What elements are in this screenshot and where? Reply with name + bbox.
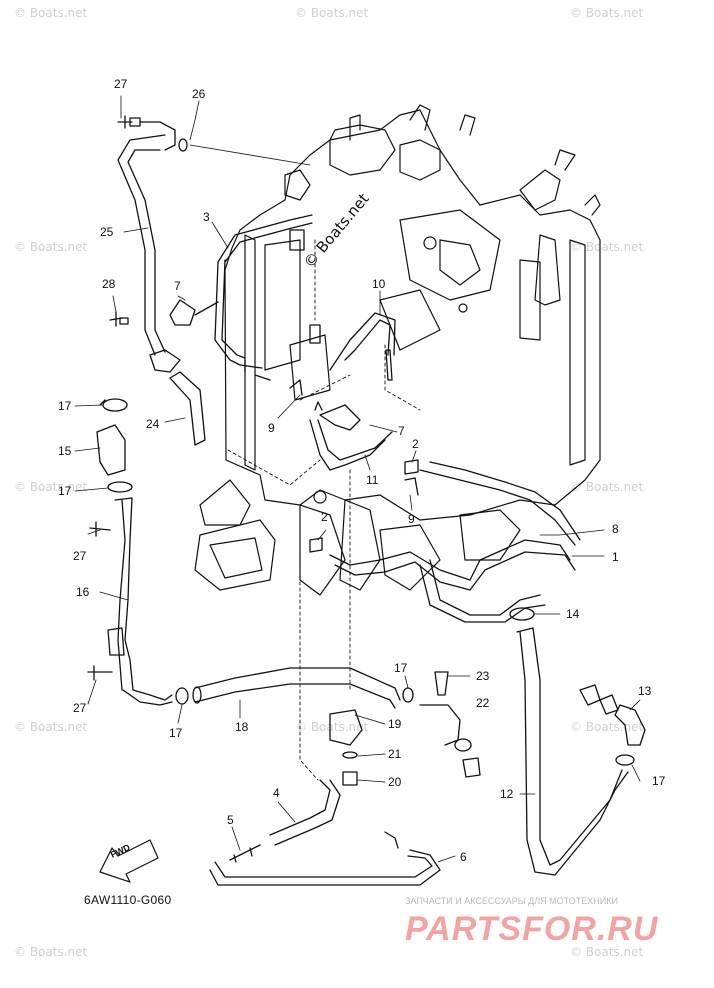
watermark: © Boats.net [14,240,88,254]
callout-7: 7 [174,279,181,293]
fwd-arrow [99,839,159,883]
callout-18: 18 [235,720,249,734]
callout-14: 14 [566,607,580,621]
callout-17: 17 [58,484,72,498]
hoses [87,115,646,886]
callout-2: 2 [412,437,419,451]
watermark: © Boats.net [570,720,644,734]
callout-6: 6 [460,850,467,864]
callout-24: 24 [146,417,160,431]
callout-26: 26 [192,87,206,101]
callout-1: 1 [612,550,619,564]
diagram-code: 6AW1110-G060 [84,893,172,907]
callout-2: 2 [321,510,328,524]
watermark: © Boats.net [570,6,644,20]
watermark: © Boats.net [570,240,644,254]
callout-3: 3 [203,210,210,224]
callout-20: 20 [388,775,402,789]
watermark: © Boats.net [14,6,88,20]
callout-22: 22 [476,696,490,710]
engine-block [194,104,601,596]
watermark: © Boats.net [295,6,369,20]
brand-logo: PARTSFOR.RU [405,910,659,948]
callout-17: 17 [169,726,183,740]
callout-28: 28 [102,277,116,291]
watermark: © Boats.net [14,720,88,734]
watermark: © Boats.net [14,945,88,959]
callout-7: 7 [398,424,405,438]
callout-27: 27 [73,549,87,563]
callout-11: 11 [366,473,379,487]
dashed-leaders [227,239,421,781]
callout-10: 10 [372,277,386,291]
callout-17: 17 [652,774,666,788]
watermark: © Boats.net [14,480,88,494]
callout-17: 17 [394,661,408,675]
callout-23: 23 [476,669,490,683]
callout-17: 17 [58,399,72,413]
callout-9: 9 [268,421,275,435]
brand-tagline: ЗАПЧАСТИ И АКСЕССУАРЫ ДЛЯ МОТОТЕХНИКИ [405,896,618,906]
callout-21: 21 [388,747,402,761]
leader-lines [74,95,641,863]
callout-15: 15 [58,444,72,458]
callout-27: 27 [73,701,87,715]
watermark: © Boats.net [570,945,644,959]
callout-27: 27 [114,77,128,91]
callout-19: 19 [388,717,402,731]
callout-13: 13 [638,684,652,698]
callout-4: 4 [273,786,280,800]
callout-16: 16 [76,585,90,599]
callout-25: 25 [100,225,114,239]
callout-8: 8 [612,522,619,536]
watermark: © Boats.net [570,480,644,494]
watermark: © Boats.net [295,720,369,734]
callout-9: 9 [408,512,415,526]
callout-12: 12 [500,787,514,801]
callout-5: 5 [227,813,234,827]
